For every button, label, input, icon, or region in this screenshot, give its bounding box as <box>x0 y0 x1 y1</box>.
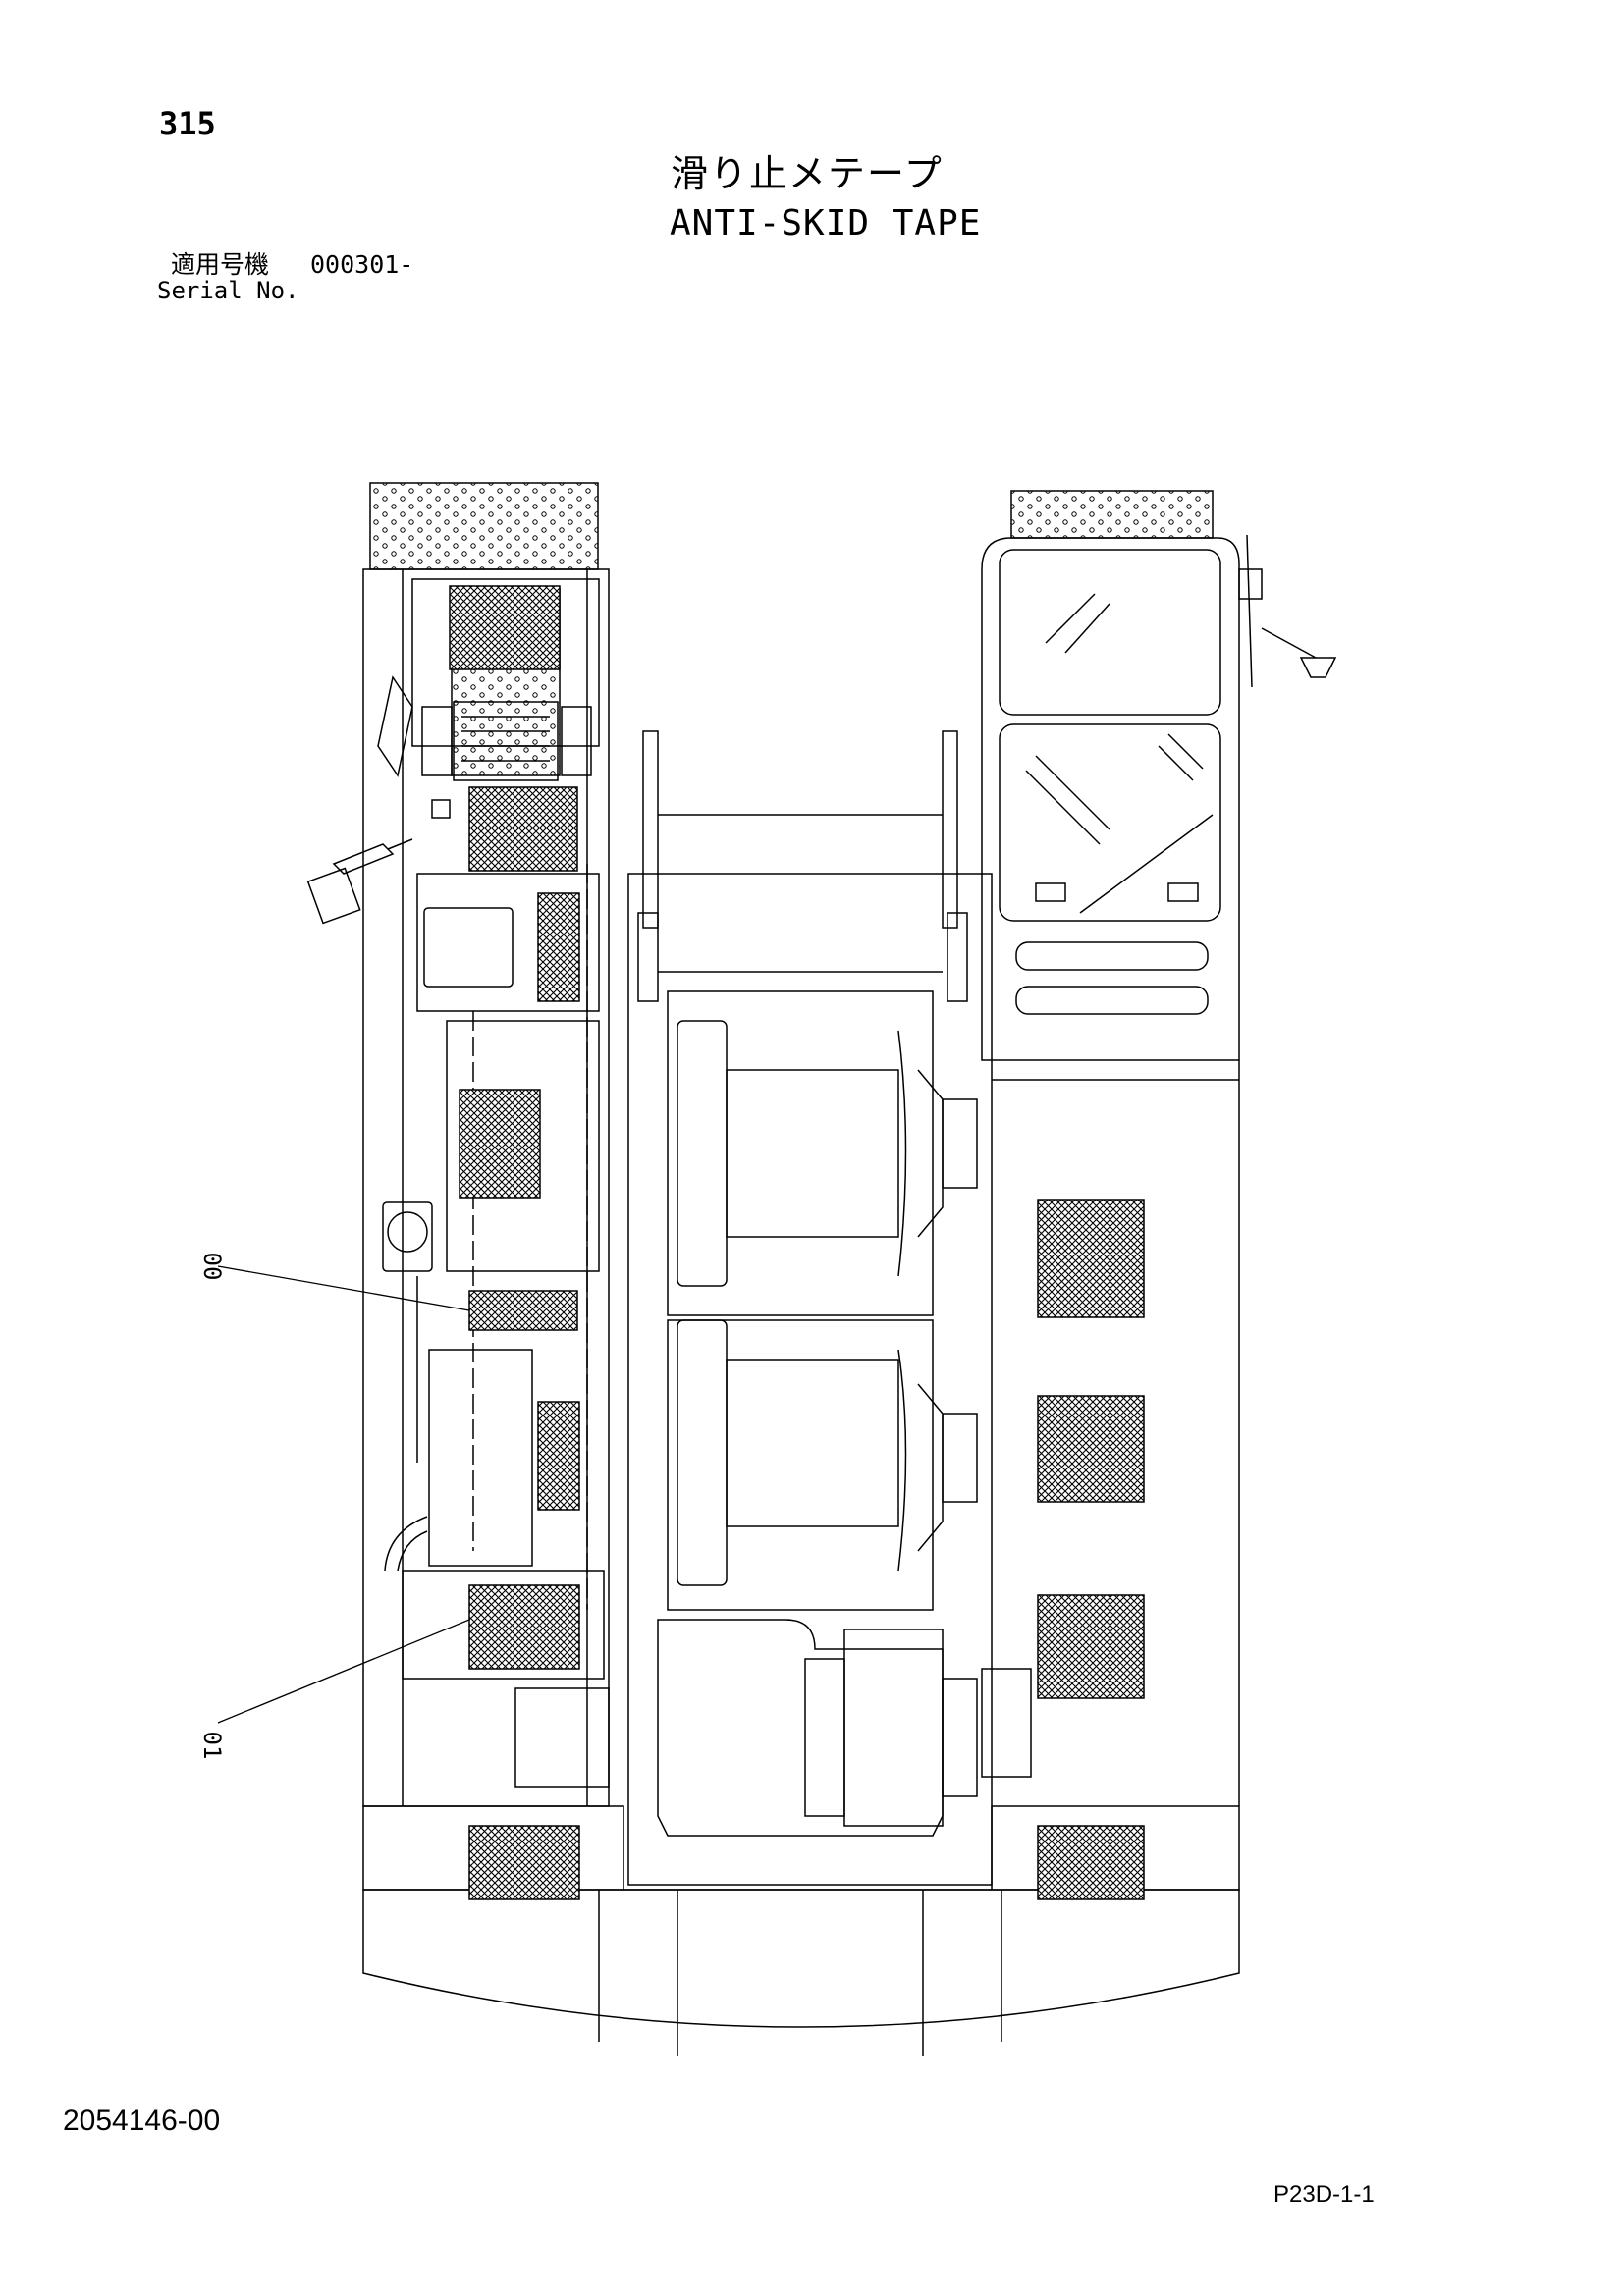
serial-number-value: 000301- <box>310 250 414 279</box>
page-code: P23D-1-1 <box>1273 2181 1375 2208</box>
document-number: 2054146-00 <box>63 2105 221 2137</box>
serial-label-english: Serial No. <box>157 277 299 304</box>
leader-lines <box>217 1265 470 1724</box>
callout-01: 01 <box>198 1732 226 1760</box>
serial-label-japanese: 適用号機 <box>171 250 270 279</box>
callout-00: 00 <box>198 1253 226 1281</box>
title-english: ANTI-SKID TAPE <box>670 203 982 243</box>
anti-skid-tape-areas <box>449 585 1145 1900</box>
machine-outline <box>306 482 1337 2056</box>
page-number: 315 <box>159 105 216 142</box>
title-japanese: 滑り止メテープ <box>671 152 944 195</box>
